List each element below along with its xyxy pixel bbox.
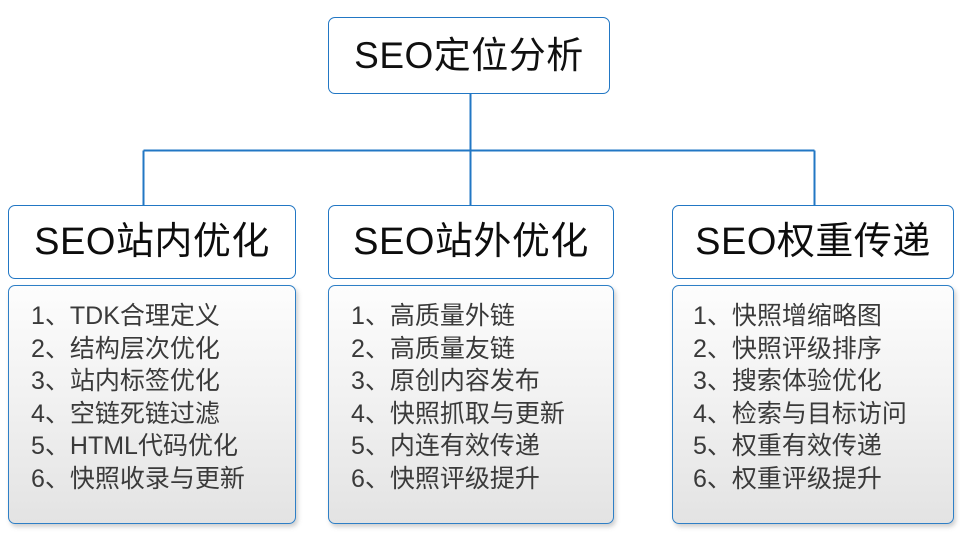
branch-body-3: 1、快照增缩略图 2、快照评级排序 3、搜索体验优化 4、检索与目标访问 5、权… [672, 285, 954, 524]
list-item: 2、结构层次优化 [31, 334, 220, 363]
list-item: 2、快照评级排序 [693, 334, 882, 363]
branch-item-list-3: 1、快照增缩略图 2、快照评级排序 3、搜索体验优化 4、检索与目标访问 5、权… [673, 300, 953, 495]
branch-column-1: SEO站内优化 1、TDK合理定义 2、结构层次优化 3、站内标签优化 4、空链… [8, 205, 296, 524]
branch-header-label-1: SEO站内优化 [34, 221, 270, 263]
list-item: 5、内连有效传递 [351, 432, 540, 460]
branch-header-1: SEO站内优化 [8, 205, 296, 279]
list-item: 4、空链死链过滤 [31, 399, 220, 428]
list-item: 1、快照增缩略图 [693, 302, 882, 330]
list-item: 6、权重评级提升 [693, 464, 882, 493]
list-item: 4、快照抓取与更新 [351, 399, 565, 428]
branch-header-label-2: SEO站外优化 [353, 221, 589, 263]
list-item: 3、站内标签优化 [31, 367, 220, 395]
list-item: 3、搜索体验优化 [693, 367, 882, 395]
branch-item-list-1: 1、TDK合理定义 2、结构层次优化 3、站内标签优化 4、空链死链过滤 5、H… [9, 300, 295, 495]
branch-header-2: SEO站外优化 [328, 205, 614, 279]
list-item: 2、高质量友链 [351, 334, 515, 363]
list-item: 3、原创内容发布 [351, 367, 540, 395]
list-item: 6、快照收录与更新 [31, 464, 245, 493]
branch-body-2: 1、高质量外链 2、高质量友链 3、原创内容发布 4、快照抓取与更新 5、内连有… [328, 285, 614, 524]
list-item: 1、高质量外链 [351, 302, 515, 330]
branch-item-list-2: 1、高质量外链 2、高质量友链 3、原创内容发布 4、快照抓取与更新 5、内连有… [329, 300, 613, 495]
list-item: 4、检索与目标访问 [693, 399, 907, 428]
branch-column-2: SEO站外优化 1、高质量外链 2、高质量友链 3、原创内容发布 4、快照抓取与… [328, 205, 614, 524]
list-item: 1、TDK合理定义 [31, 302, 220, 330]
branch-header-label-3: SEO权重传递 [695, 221, 931, 263]
branch-body-1: 1、TDK合理定义 2、结构层次优化 3、站内标签优化 4、空链死链过滤 5、H… [8, 285, 296, 524]
branch-header-3: SEO权重传递 [672, 205, 954, 279]
list-item: 5、权重有效传递 [693, 432, 882, 460]
branch-column-3: SEO权重传递 1、快照增缩略图 2、快照评级排序 3、搜索体验优化 4、检索与… [672, 205, 954, 524]
root-node-label: SEO定位分析 [354, 35, 584, 76]
list-item: 6、快照评级提升 [351, 464, 540, 493]
root-node-seo-positioning-analysis: SEO定位分析 [328, 17, 610, 94]
list-item: 5、HTML代码优化 [31, 432, 238, 460]
